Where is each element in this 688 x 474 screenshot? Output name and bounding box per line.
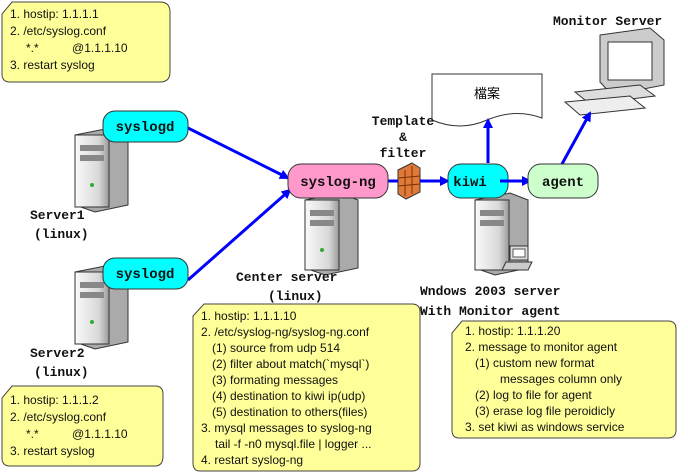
server2-os-label: (linux) [34, 365, 89, 380]
note-windows: 1. hostip: 1.1.1.20 2. message to monito… [451, 320, 677, 439]
template-amp-label: & [399, 130, 407, 145]
node-syslog-ng: syslog-ng [287, 163, 389, 199]
flow-arrows [187, 111, 592, 282]
note-line: (1) source from udp 514 [212, 341, 340, 355]
note-line: (1) custom new format [475, 356, 595, 370]
windows-server-label: Wndows 2003 server [420, 284, 560, 299]
note-line: 1. hostip: 1.1.1.1 [10, 7, 99, 21]
server2-label: Server2 [30, 346, 85, 361]
note-line: 3. mysql messages to syslog-ng [201, 421, 372, 435]
node-kiwi: kiwi [447, 163, 509, 199]
file-label: 檔案 [474, 87, 500, 102]
note-server1: 1. hostip: 1.1.1.1 2. /etc/syslog.conf *… [1, 1, 171, 83]
file-document-icon: 檔案 [431, 73, 543, 127]
center-server-label: Center server [236, 270, 337, 285]
arrow-syslogd1-to-syslog-ng [187, 126, 290, 180]
node-label: agent [542, 175, 584, 191]
note-line: tail -f -n0 mysql.file | logger ... [215, 437, 372, 451]
note-line: *.* @1.1.1.10 [26, 41, 128, 55]
note-line: (4) destination to kiwi ip(udp) [212, 389, 365, 403]
note-line: 4. restart syslog-ng [201, 453, 303, 467]
note-line: 3. restart syslog [10, 444, 95, 458]
monitor-server-computer-icon [563, 27, 665, 116]
server1-tower-icon [74, 127, 129, 213]
center-server-tower-icon [304, 192, 359, 276]
note-line: 2. /etc/syslog-ng/syslog-ng.conf [201, 325, 370, 339]
note-line: 3. restart syslog [10, 58, 95, 72]
note-line: 2. /etc/syslog.conf [10, 24, 107, 38]
note-line: 1. hostip: 1.1.1.20 [465, 324, 561, 338]
node-syslogd-1: syslogd [102, 110, 189, 143]
template-label: Template [372, 114, 435, 129]
node-agent: agent [527, 163, 599, 199]
server1-label: Server1 [30, 208, 85, 223]
note-line: *.* @1.1.1.10 [26, 427, 128, 441]
monitor-agent-pc-icon [501, 245, 533, 271]
note-line: 3. set kiwi as windows service [465, 420, 625, 434]
note-line: 1. hostip: 1.1.1.2 [10, 393, 99, 407]
arrow-agent-to-monitor [560, 111, 592, 165]
note-line: (2) filter about match(`mysql`) [212, 357, 369, 371]
node-label: syslogd [116, 120, 175, 136]
server1-os-label: (linux) [34, 227, 89, 242]
filter-label: filter [380, 146, 427, 161]
monitor-server-label: Monitor Server [553, 14, 662, 29]
note-line: messages column only [500, 372, 622, 386]
arrow-syslogd2-to-syslog-ng [187, 188, 292, 282]
note-line: 2. /etc/syslog.conf [10, 410, 107, 424]
note-line: 1. hostip: 1.1.1.10 [201, 309, 297, 323]
note-server2: 1. hostip: 1.1.1.2 2. /etc/syslog.conf *… [1, 385, 164, 467]
node-label: syslogd [116, 267, 175, 283]
note-center: 1. hostip: 1.1.1.10 2. /etc/syslog-ng/sy… [192, 303, 421, 472]
node-label: syslog-ng [300, 175, 376, 191]
center-server-os-label: (linux) [268, 289, 323, 304]
node-label: kiwi [453, 175, 487, 191]
note-line: (3) erase log file peroidicly [475, 404, 615, 418]
firewall-filter-icon [397, 162, 421, 200]
note-line: (3) formating messages [212, 373, 338, 387]
note-line: 2. message to monitor agent [465, 340, 618, 354]
node-syslogd-2: syslogd [102, 257, 189, 290]
monitor-agent-label: With Monitor agent [420, 304, 560, 319]
note-line: (2) log to file for agent [475, 388, 592, 402]
note-line: (5) destination to others(files) [212, 405, 367, 419]
